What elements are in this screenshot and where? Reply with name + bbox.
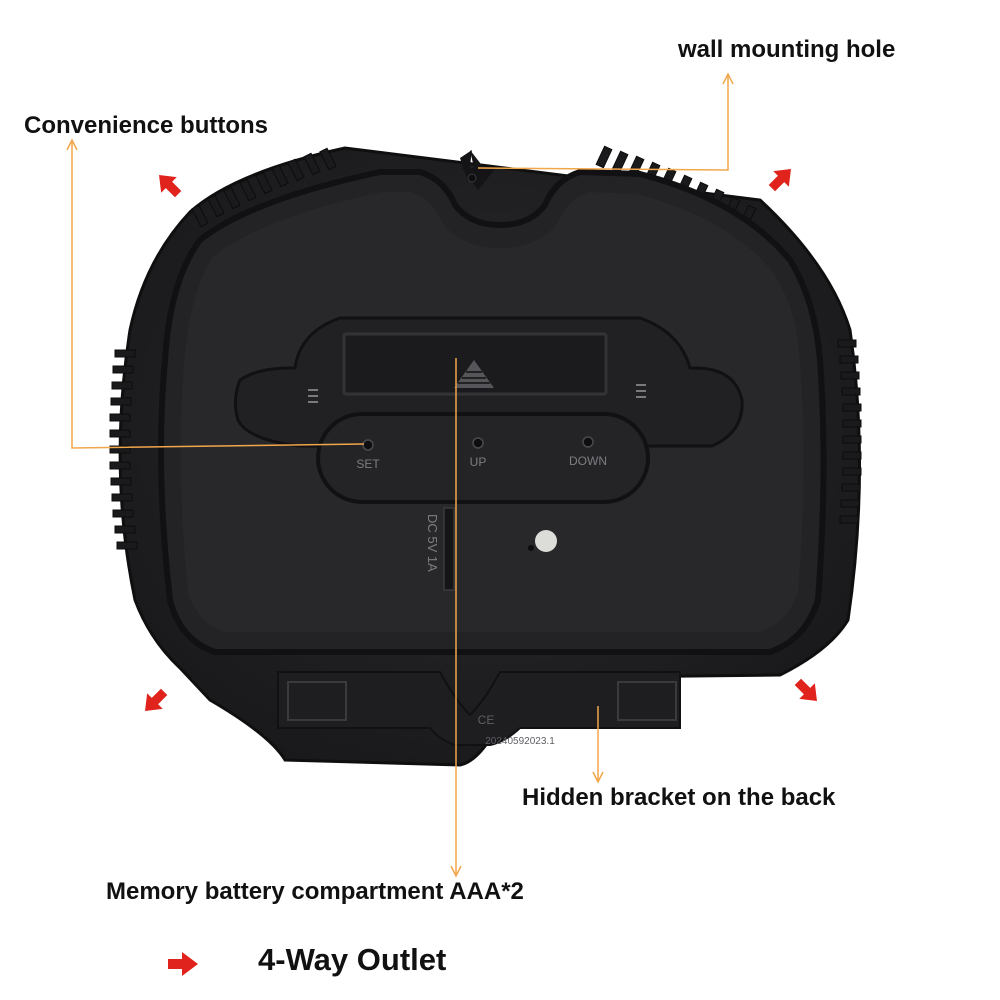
- button-down[interactable]: DOWN: [569, 436, 607, 468]
- legend-arrow-icon: [168, 952, 198, 976]
- outlet-arrow-bottom-right: [794, 678, 817, 701]
- serial-number: 20240592023.1: [485, 736, 555, 747]
- power-label: DC 5V 1A: [425, 514, 440, 572]
- leader-lines: [71, 76, 729, 874]
- button-up[interactable]: UP: [470, 437, 487, 469]
- callout-convenience-buttons: Convenience buttons: [24, 112, 269, 139]
- wall-mounting-hole: [460, 150, 496, 190]
- button-panel: [316, 412, 650, 504]
- power-input-slot: [443, 507, 455, 591]
- vent-ridges-top-left: [191, 147, 337, 228]
- button-set[interactable]: SET: [356, 439, 380, 471]
- sticker: [535, 530, 557, 552]
- grip-marks: [308, 384, 646, 403]
- leader-arrowheads: [66, 72, 734, 878]
- button-set-label: SET: [356, 457, 380, 471]
- battery-compartment-marker: [454, 360, 494, 388]
- bracket-slot-left: [287, 681, 347, 721]
- outlet-arrow-bottom-left: [145, 688, 168, 711]
- outlet-arrow-top-right: [768, 169, 791, 192]
- outlet-arrow-top-left: [159, 175, 182, 198]
- vent-ridges-left: [109, 349, 138, 550]
- button-up-label: UP: [470, 455, 487, 469]
- bracket-slot-right: [617, 681, 677, 721]
- callout-battery-compartment: Memory battery compartment AAA*2: [106, 878, 524, 905]
- callout-hidden-bracket: Hidden bracket on the back: [522, 784, 836, 811]
- button-down-label: DOWN: [569, 454, 607, 468]
- ce-mark: CE: [478, 713, 495, 727]
- vent-ridges-right: [837, 339, 862, 524]
- screw-hole: [528, 545, 534, 551]
- hidden-bracket: [277, 671, 681, 746]
- legend-label: 4-Way Outlet: [258, 942, 447, 977]
- callout-wall-mounting-hole: wall mounting hole: [678, 36, 896, 63]
